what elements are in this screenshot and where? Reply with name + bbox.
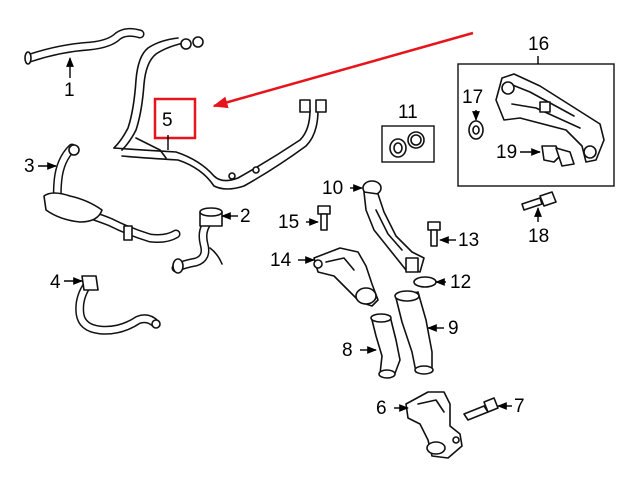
callout-8: 8 [342,340,353,361]
callout-14: 14 [270,250,292,271]
callout-5: 5 [162,110,173,131]
part-3-hose-assembly [43,143,181,243]
callout-18: 18 [528,226,549,247]
part-8-hose [370,313,401,379]
part-11-o-rings [389,131,425,158]
part-17-cap [468,120,484,140]
part-2-hose [171,207,223,274]
part-12-o-ring [413,276,437,288]
part-16-box [457,63,615,187]
callout-5-highlight-box [153,97,197,140]
callout-10: 10 [322,178,343,199]
part-6-housing [405,391,463,459]
callout-4: 4 [50,272,61,293]
callout-17: 17 [462,87,483,108]
part-18-bolt [521,191,557,211]
callout-12: 12 [450,272,471,293]
callout-2: 2 [240,206,251,227]
part-10-pipe [362,180,425,273]
part-13-bolt [427,221,441,247]
callout-15: 15 [278,212,299,233]
callout-9: 9 [448,318,459,339]
part-14-housing [313,247,379,307]
part-4-tube [75,275,161,335]
highlight-arrow [212,31,474,109]
part-16-pipe-assembly [495,73,605,163]
part-15-bolt [317,205,331,231]
callout-11: 11 [398,102,418,123]
callout-19: 19 [496,142,517,163]
part-11-box [381,125,435,163]
callout-3: 3 [24,156,35,177]
callout-6: 6 [376,398,387,419]
part-5-tube-assembly [113,36,327,190]
part-9-hose [394,290,434,375]
callout-1: 1 [64,80,75,101]
part-7-bolt [463,397,499,421]
callout-16: 16 [528,34,549,55]
part-1-hose [24,27,145,65]
part-19-sensor [541,145,575,167]
callout-7: 7 [514,396,525,417]
callout-13: 13 [458,230,479,251]
